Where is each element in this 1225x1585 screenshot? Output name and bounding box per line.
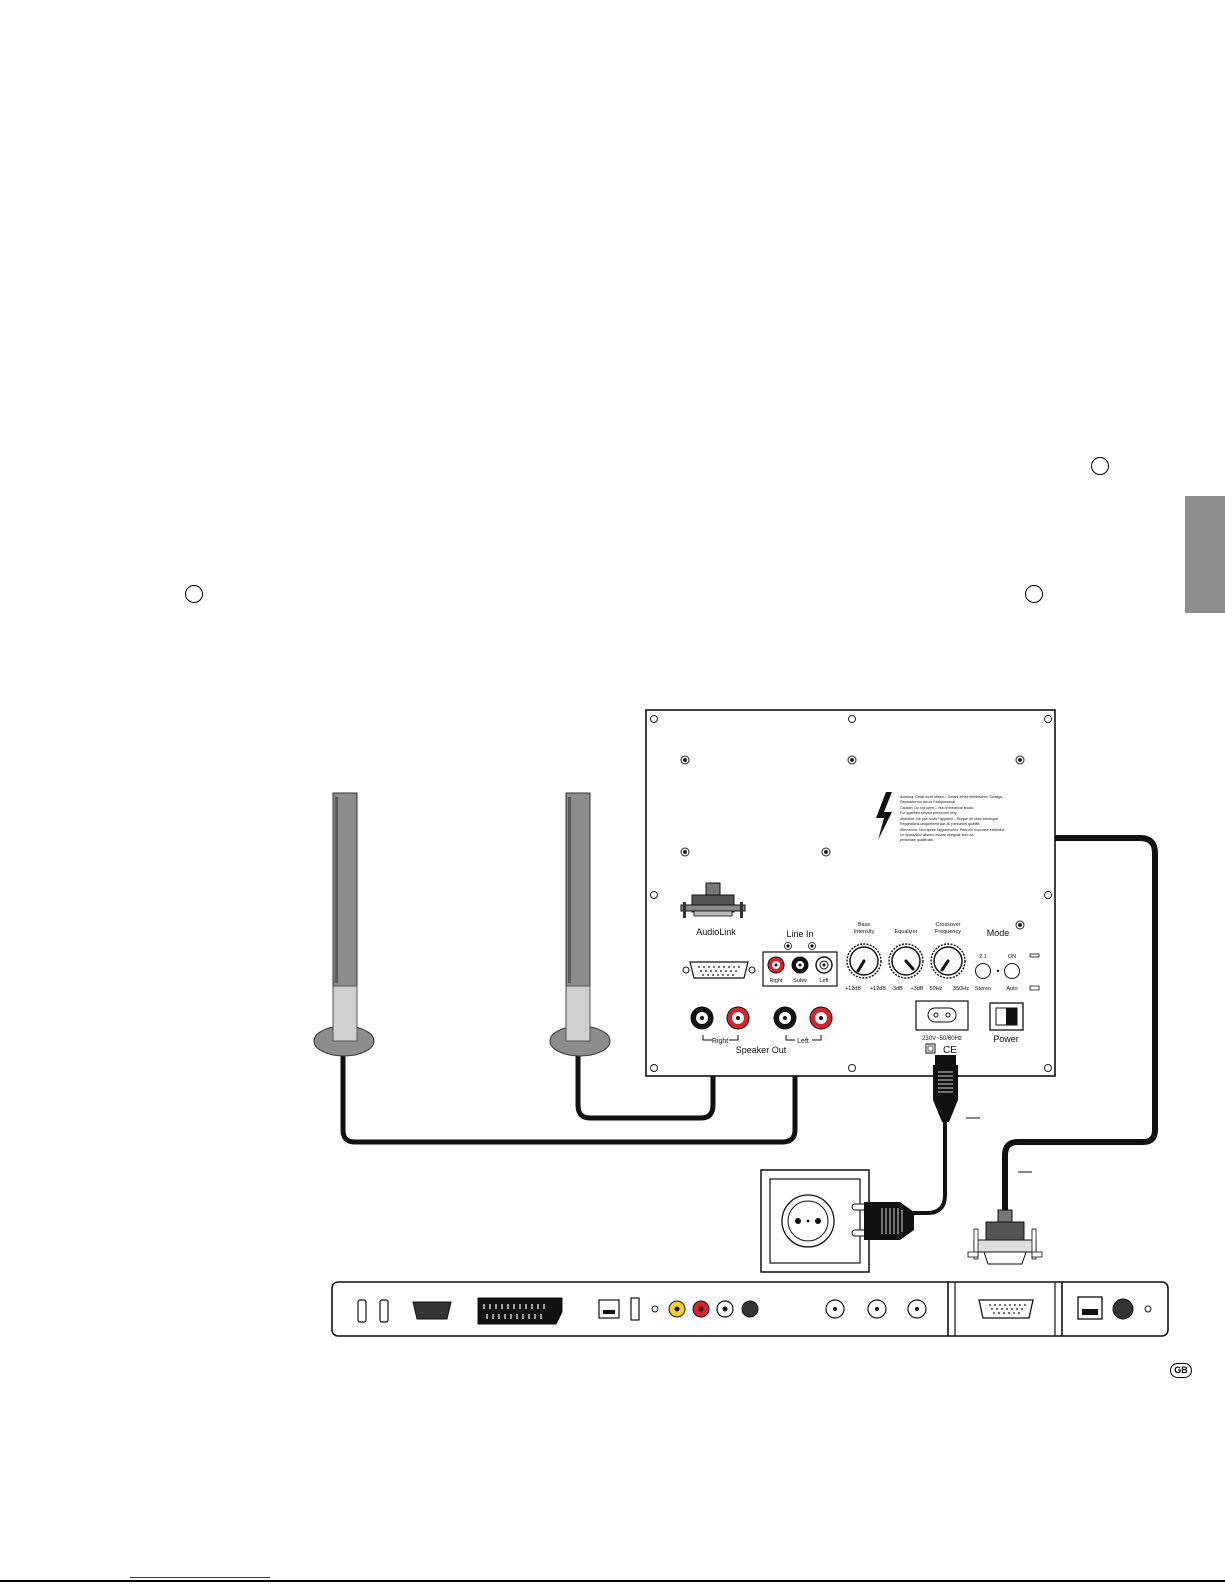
equalizer-knob: Equalizer -3dB +3dB — [888, 929, 924, 992]
line-in-title: Line In — [786, 929, 813, 939]
svg-text:Réparations uniquement par du: Réparations uniquement par du personnel … — [900, 822, 981, 826]
mains-plug-connector — [933, 1055, 958, 1122]
audio-right-jack — [692, 1300, 710, 1318]
svg-text:Caution: Do not open – risk o: Caution: Do not open – risk of electrica… — [900, 806, 974, 810]
tv-audiolink-plug — [967, 1209, 1043, 1265]
composite-video-jack — [668, 1300, 686, 1318]
dsub-port-subwoofer — [682, 961, 756, 979]
control-port — [1112, 1298, 1134, 1320]
ethernet-port-2 — [1077, 1296, 1103, 1320]
speaker-right-foot — [332, 985, 358, 1042]
language-badge-gb: GB — [1170, 1363, 1192, 1378]
power-switch — [989, 1002, 1024, 1031]
speaker-left-unit — [549, 792, 611, 1057]
ethernet-port-1 — [598, 1299, 620, 1319]
antenna-port-2 — [867, 1299, 887, 1319]
mains-rating-label: 230V~50/60Hz — [922, 1036, 962, 1042]
svg-text:350Hz: 350Hz — [953, 986, 969, 992]
svg-text:Crossover: Crossover — [935, 922, 960, 928]
svideo-jack — [741, 1300, 759, 1318]
speaker-left-foot — [565, 985, 591, 1042]
mains-inlet — [915, 1000, 969, 1031]
speaker-cable-right — [340, 1040, 798, 1145]
svg-text:Equalizer: Equalizer — [895, 929, 918, 935]
step-marker-circle-right — [1025, 585, 1043, 603]
line-in-subw-label: Subw — [793, 978, 807, 984]
step-marker-circle-top-right — [1091, 457, 1109, 475]
hdmi-port-1 — [357, 1299, 367, 1323]
speaker-out-right-jacks — [690, 1006, 750, 1030]
mode-switches: 2.1 Stereo ON Auto — [975, 953, 1040, 992]
line-in-ground-screws — [784, 942, 816, 950]
speaker-right-unit — [313, 792, 375, 1057]
speaker-out-right-label: Right — [712, 1038, 728, 1045]
mains-cable — [910, 1118, 947, 1215]
hdmi-port-2 — [379, 1299, 389, 1323]
ce-mark: CE — [943, 1045, 957, 1056]
mode-title: Mode — [987, 928, 1010, 938]
mode-switch-auto — [1004, 963, 1020, 979]
antenna-port-3 — [907, 1299, 927, 1319]
wall-plug — [851, 1202, 914, 1240]
footer-rule — [0, 1580, 1225, 1582]
antenna-port-1 — [825, 1299, 845, 1319]
audiolink-socket-tv — [978, 1299, 1034, 1319]
crossover-frequency-knob: Crossover Frequency 50Hz 350Hz — [930, 922, 970, 992]
language-side-tab — [1185, 496, 1225, 613]
svg-text:Frequency: Frequency — [935, 929, 961, 935]
usb-port — [630, 1297, 640, 1321]
scart-port — [477, 1297, 563, 1325]
svg-text:50Hz: 50Hz — [930, 986, 943, 992]
audiolink-label: AudioLink — [696, 927, 736, 937]
line-in-jacks — [767, 956, 833, 974]
wall-socket — [760, 1169, 870, 1273]
svg-text:Attenzione: Non aprire l'appar: Attenzione: Non aprire l'apparecchio. Pe… — [900, 828, 1005, 832]
svg-text:ON: ON — [1008, 954, 1016, 960]
warning-text: Achtung: Gerät nicht öffnen – Gefahr ein… — [900, 795, 1005, 842]
lightning-warning-icon — [876, 792, 892, 840]
audiolink-plug — [680, 882, 746, 918]
svg-text:Le riparazioni devono essere e: Le riparazioni devono essere eseguite so… — [900, 833, 973, 837]
svg-text:personale qualificato.: personale qualificato. — [900, 838, 934, 842]
line-in-left-label: Left — [819, 978, 829, 984]
svg-text:Attention: Ne pas ouvrir l'app: Attention: Ne pas ouvrir l'appareil – Ri… — [900, 817, 999, 821]
panel-inner-screws — [680, 755, 1025, 930]
speaker-cable-left — [575, 1040, 716, 1121]
svg-text:+12dB: +12dB — [845, 986, 861, 992]
ir-jack — [1144, 1305, 1152, 1313]
speaker-out-left-label: Left — [797, 1038, 809, 1045]
speaker-out-left-jacks — [773, 1006, 833, 1030]
svg-text:Achtung: Gerät nicht öffnen –: Achtung: Gerät nicht öffnen – Gefahr ein… — [900, 795, 1003, 799]
bass-intensity-knob: Bass Intensity +12dB +12dB — [845, 922, 886, 992]
svg-text:Auto: Auto — [1006, 986, 1017, 992]
svg-text:+12dB: +12dB — [870, 986, 886, 992]
step-marker-circle-left — [185, 585, 203, 603]
svg-text:+3dB: +3dB — [911, 986, 924, 992]
footer-link-underline — [130, 1577, 270, 1578]
svg-text:For qualified service personne: For qualified service personnel only. — [900, 811, 957, 815]
tv-connector-strip — [331, 1281, 1169, 1337]
speaker-out-title: Speaker Out — [736, 1045, 787, 1055]
headphone-jack — [651, 1305, 659, 1313]
vga-port — [412, 1301, 452, 1320]
svg-text:2.1: 2.1 — [979, 954, 987, 960]
svg-text:Reparatur nur durch Fachperson: Reparatur nur durch Fachpersonal. — [900, 800, 956, 804]
svg-text:Intensity: Intensity — [854, 929, 875, 935]
svg-text:-3dB: -3dB — [891, 986, 903, 992]
subwoofer-back-panel: Achtung: Gerät nicht öffnen – Gefahr ein… — [645, 709, 1056, 1077]
power-label: Power — [993, 1034, 1019, 1044]
panel-screws — [650, 715, 1052, 1072]
svg-text:Bass: Bass — [858, 922, 870, 928]
svg-text:Stereo: Stereo — [975, 986, 991, 992]
audio-left-jack — [716, 1300, 734, 1318]
mode-switch-stereo — [975, 963, 991, 979]
line-in-right-label: Right — [770, 978, 783, 984]
